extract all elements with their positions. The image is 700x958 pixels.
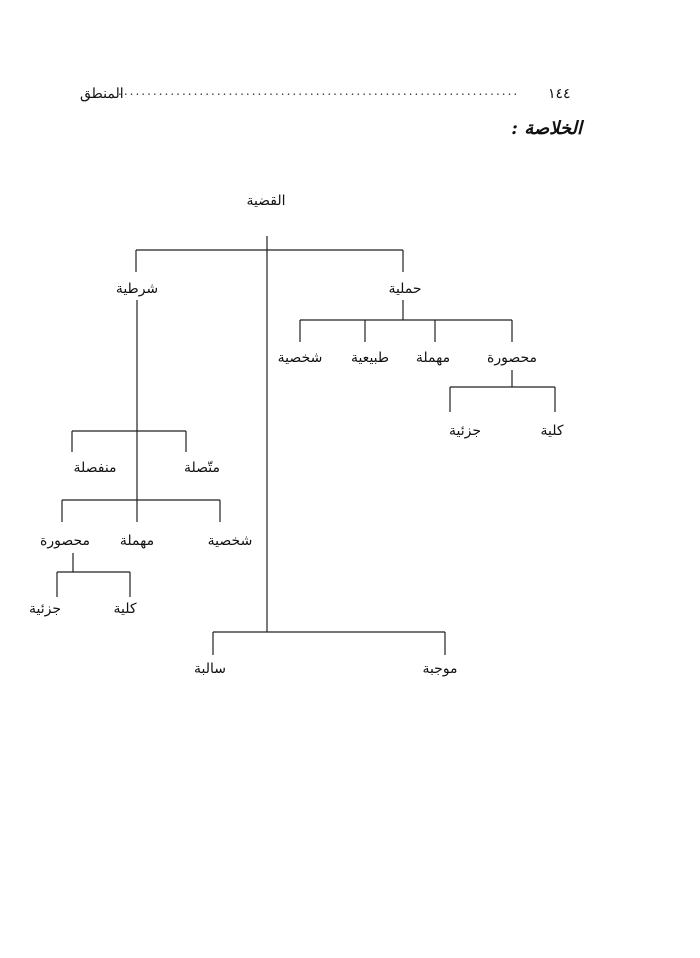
running-header-title: المنطق (80, 86, 124, 102)
node-munfasila: منفصلة (73, 460, 116, 476)
node-hamliya: حملية (388, 281, 421, 297)
node-mahsura: محصورة (487, 350, 537, 366)
node-mujiba: موجبة (422, 661, 457, 677)
node-shakhsiya: شخصية (208, 533, 253, 549)
node-shakhsiya: شخصية (278, 350, 323, 366)
node-mahsura: محصورة (40, 533, 90, 549)
page-number: ١٤٤ (548, 86, 571, 102)
node-shartiya: شرطية (116, 281, 158, 297)
node-muhmala: مهملة (416, 350, 450, 366)
node-tabiiya: طبيعية (351, 350, 389, 366)
node-saliba: سالبة (194, 661, 226, 677)
node-muhmala: مهملة (120, 533, 154, 549)
node-root: القضية (246, 193, 285, 209)
node-kulliya: كلية (540, 423, 563, 439)
node-kulliya: كلية (113, 601, 136, 617)
node-juziya: جزئية (449, 423, 481, 439)
node-muttasila: متّصلة (184, 460, 220, 476)
section-title: الخلاصة : (511, 118, 582, 139)
header-leader-dots: ........................................… (118, 84, 520, 98)
node-juziya: جزئية (29, 601, 61, 617)
